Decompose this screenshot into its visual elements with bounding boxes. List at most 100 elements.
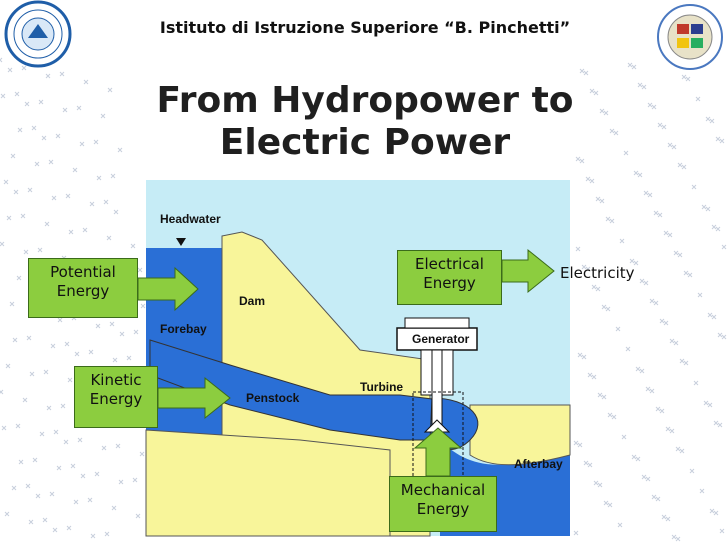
pattern-mark	[635, 456, 641, 462]
pattern-mark	[37, 247, 43, 253]
pattern-mark	[667, 232, 673, 238]
pattern-mark	[599, 198, 605, 204]
pattern-mark	[645, 476, 651, 482]
label-headwater: Headwater	[160, 212, 221, 226]
pattern-mark	[140, 303, 146, 309]
pattern-mark	[597, 392, 603, 398]
pattern-mark	[591, 374, 597, 380]
pattern-mark	[130, 243, 136, 249]
pattern-mark	[605, 216, 611, 222]
pattern-mark	[699, 488, 705, 494]
label-forebay: Forebay	[160, 322, 207, 336]
pattern-mark	[585, 266, 591, 272]
pattern-mark	[579, 68, 585, 74]
pattern-mark	[48, 159, 54, 165]
pattern-mark	[683, 270, 689, 276]
pattern-mark	[26, 335, 32, 341]
pattern-mark	[109, 321, 115, 327]
mechanical-arrow-icon	[413, 427, 463, 477]
generator-top	[404, 317, 470, 329]
pattern-mark	[60, 403, 66, 409]
pattern-mark	[607, 502, 613, 508]
pattern-mark	[39, 431, 45, 437]
pattern-mark	[4, 511, 10, 517]
pattern-mark	[103, 199, 109, 205]
pattern-mark	[0, 241, 5, 247]
pattern-mark	[74, 351, 80, 357]
pattern-mark	[101, 445, 107, 451]
pattern-mark	[577, 352, 583, 358]
potential-energy-label: Potential Energy	[50, 263, 116, 300]
pattern-mark	[661, 514, 667, 520]
pattern-mark	[715, 226, 721, 232]
pattern-mark	[629, 258, 635, 264]
pattern-mark	[72, 167, 78, 173]
pattern-mark	[599, 108, 605, 114]
pattern-mark	[63, 439, 69, 445]
pattern-mark	[639, 278, 645, 284]
pattern-mark	[581, 354, 587, 360]
pattern-mark	[95, 323, 101, 329]
pattern-mark	[17, 127, 23, 133]
pattern-mark	[77, 437, 83, 443]
pattern-mark	[119, 331, 125, 337]
potential-arrow-icon	[137, 266, 199, 312]
pattern-mark	[137, 267, 143, 273]
pattern-mark	[15, 423, 21, 429]
pattern-mark	[28, 519, 34, 525]
pattern-mark	[6, 215, 12, 221]
pattern-mark	[609, 218, 615, 224]
pattern-mark	[677, 162, 683, 168]
pattern-mark	[82, 227, 88, 233]
pattern-mark	[57, 317, 63, 323]
pattern-mark	[96, 175, 102, 181]
pattern-mark	[611, 414, 617, 420]
pattern-mark	[641, 474, 647, 480]
electrical-energy-label: Electrical Energy	[415, 255, 484, 292]
pattern-mark	[669, 338, 675, 344]
pattern-mark	[675, 536, 681, 542]
electrical-energy-box: Electrical Energy	[397, 250, 502, 305]
pattern-mark	[79, 141, 85, 147]
pattern-mark	[87, 497, 93, 503]
pattern-mark	[715, 136, 721, 142]
pattern-mark	[651, 104, 657, 110]
pattern-mark	[93, 139, 99, 145]
pattern-mark	[56, 465, 62, 471]
pattern-mark	[707, 402, 713, 408]
pattern-mark	[7, 67, 13, 73]
pattern-mark	[62, 107, 68, 113]
pattern-mark	[679, 358, 685, 364]
pattern-mark	[55, 133, 61, 139]
pattern-mark	[659, 408, 665, 414]
pattern-mark	[94, 471, 100, 477]
pattern-mark	[76, 105, 82, 111]
pattern-mark	[27, 187, 33, 193]
pattern-mark	[705, 116, 711, 122]
pattern-mark	[713, 420, 719, 426]
mechanical-energy-label: Mechanical Energy	[400, 481, 486, 518]
pattern-mark	[635, 366, 641, 372]
pattern-mark	[655, 496, 661, 502]
pattern-mark	[685, 76, 691, 82]
pattern-mark	[615, 326, 621, 332]
pattern-mark	[671, 144, 677, 150]
pattern-mark	[623, 150, 629, 156]
pattern-mark	[617, 522, 623, 528]
pattern-mark	[45, 73, 51, 79]
pattern-mark	[673, 340, 679, 346]
pattern-mark	[31, 125, 37, 131]
pattern-mark	[32, 457, 38, 463]
pattern-mark	[621, 434, 627, 440]
pattern-mark	[577, 442, 583, 448]
pattern-mark	[667, 142, 673, 148]
pattern-mark	[633, 260, 639, 266]
pattern-mark	[707, 312, 713, 318]
pattern-mark	[593, 480, 599, 486]
pattern-mark	[589, 178, 595, 184]
pattern-mark	[711, 224, 717, 230]
pattern-mark	[83, 79, 89, 85]
pattern-mark	[687, 272, 693, 278]
kinetic-energy-label: Kinetic Energy	[89, 371, 143, 408]
pattern-mark	[663, 230, 669, 236]
